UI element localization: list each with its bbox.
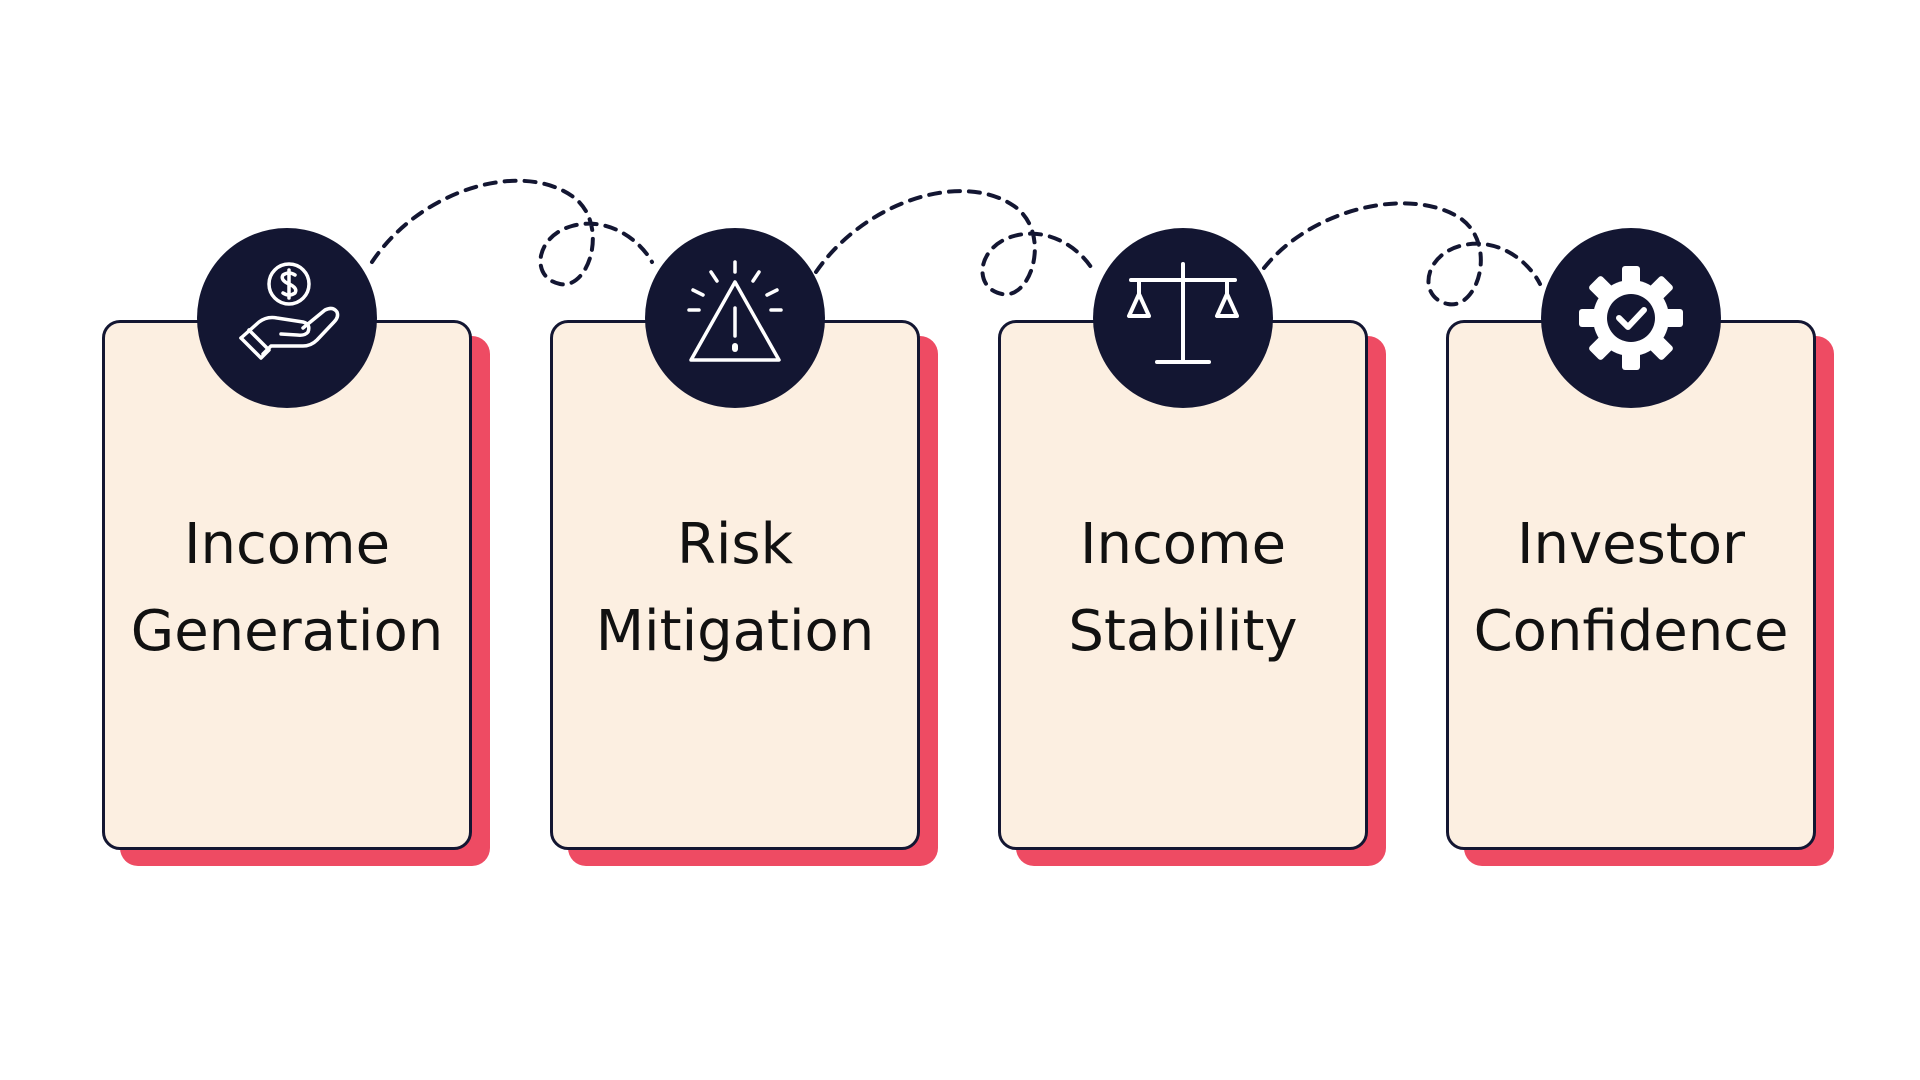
card-investor-confidence: Investor Confidence: [1446, 320, 1834, 866]
card-title: Investor Confidence: [1449, 501, 1813, 675]
badge-income-generation: [197, 228, 377, 408]
card-title-line-2: Confidence: [1473, 599, 1789, 664]
card-income-stability: Income Stability: [998, 320, 1386, 866]
card-body: Investor Confidence: [1446, 320, 1816, 850]
card-title: Income Stability: [1001, 501, 1365, 675]
badge-investor-confidence: [1541, 228, 1721, 408]
badge-income-stability: [1093, 228, 1273, 408]
card-title-line-1: Investor: [1516, 512, 1746, 577]
card-title: Income Generation: [105, 501, 469, 675]
card-body: Income Generation: [102, 320, 472, 850]
card-title-line-2: Mitigation: [595, 599, 875, 664]
card-title-line-1: Income: [1079, 512, 1287, 577]
gear-check-icon: [1579, 266, 1683, 370]
card-income-generation: Income Generation: [102, 320, 490, 866]
dashed-connector-2: [814, 189, 1096, 297]
hand-dollar-icon: [239, 262, 340, 360]
card-risk-mitigation: Risk Mitigation: [550, 320, 938, 866]
balance-scale-icon: [1127, 262, 1239, 364]
card-title-line-1: Risk: [676, 512, 794, 577]
card-title: Risk Mitigation: [553, 501, 917, 675]
card-title-line-2: Stability: [1068, 599, 1298, 664]
warning-triangle-icon: [687, 260, 783, 362]
dashed-connector-1: [370, 178, 654, 287]
card-title-line-2: Generation: [130, 599, 444, 664]
dashed-connector-3: [1262, 201, 1542, 307]
badge-risk-mitigation: [645, 228, 825, 408]
card-body: Risk Mitigation: [550, 320, 920, 850]
card-title-line-1: Income: [183, 512, 391, 577]
card-body: Income Stability: [998, 320, 1368, 850]
